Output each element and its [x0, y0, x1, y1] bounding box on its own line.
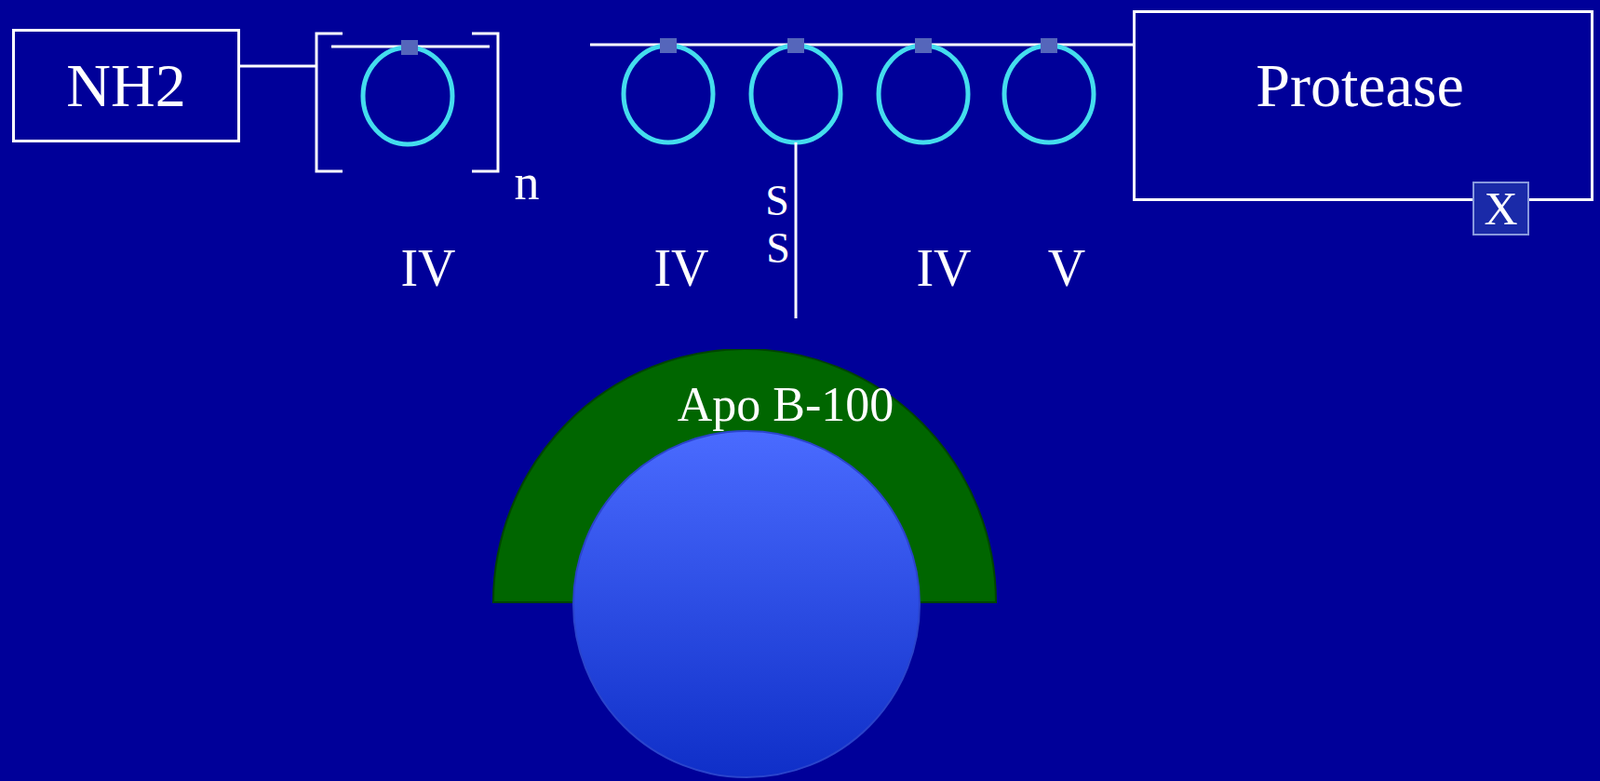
kringle-loop: [1004, 45, 1094, 143]
terminus-box: NH2: [12, 28, 241, 143]
repeat-bracket: [471, 33, 498, 172]
node-text: Protease: [1255, 54, 1465, 117]
bond-marker: [1040, 38, 1058, 54]
node-text: Apo B-100: [677, 380, 895, 430]
lipid-core: [573, 430, 920, 778]
node-text: X: [1483, 185, 1518, 232]
domain-label: V: [1048, 242, 1086, 295]
repeat-bracket: [316, 33, 343, 172]
kringle-loop: [878, 45, 969, 143]
bond-marker: [914, 38, 932, 54]
disulfide-line: [794, 142, 798, 319]
inactive-site-box: X: [1472, 181, 1530, 236]
apob100-particle: Apo B-100: [492, 349, 997, 780]
node-text: NH2: [66, 54, 186, 117]
domain-label: IV: [653, 242, 709, 295]
domain-label: IV: [915, 242, 971, 295]
kringle-loop: [623, 45, 713, 143]
kringle-loop: [363, 47, 453, 145]
protease-box: ProteaseX: [1132, 10, 1594, 202]
domain-label: S: [765, 179, 790, 223]
bond-marker: [401, 40, 418, 55]
bond-marker: [787, 38, 805, 54]
domain-label: IV: [400, 242, 456, 295]
domain-label: n: [514, 157, 540, 208]
chain-line: [240, 65, 317, 68]
kringle-loop: [751, 45, 841, 143]
domain-label: S: [766, 227, 791, 270]
bond-marker: [659, 38, 677, 54]
